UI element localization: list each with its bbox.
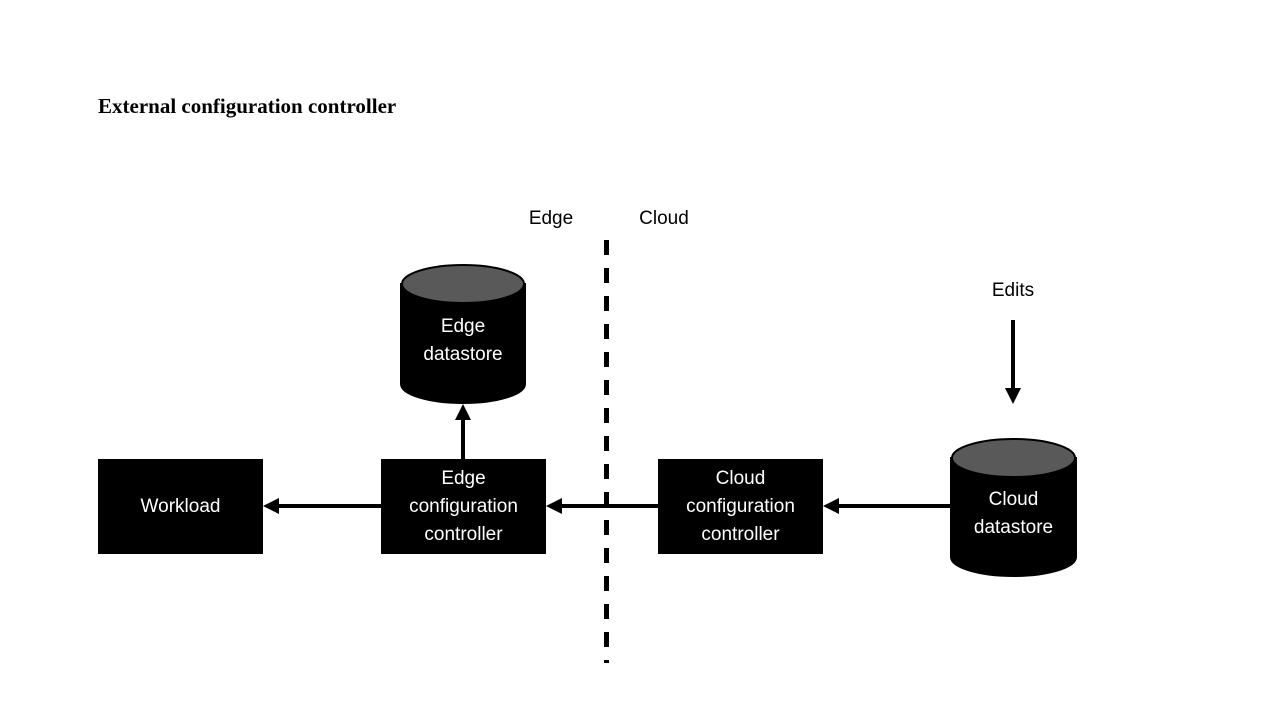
node-edge-datastore-label: Edge datastore: [423, 316, 503, 365]
node-cloud-datastore-label: Cloud datastore: [973, 489, 1054, 538]
node-workload-label: Workload: [140, 495, 221, 517]
arrow-edgeconfig-to-edgedatastore-shaft: [461, 420, 465, 459]
arrow-cloudconfig-to-edgeconfig-shaft: [561, 504, 658, 508]
edits-label: Edits: [991, 280, 1035, 301]
arrow-edgeconfig-to-workload-head-icon: [263, 498, 279, 514]
arrow-edits-to-clouddatastore-shaft: [1011, 320, 1015, 390]
arrow-edgeconfig-to-edgedatastore-head-icon: [455, 404, 471, 420]
node-cloud-datastore: [950, 437, 1077, 578]
zone-label-edge: Edge: [528, 208, 574, 229]
node-edge-configuration-controller-label: Edge configuration controller: [409, 467, 518, 545]
node-edge-configuration-controller: Edge configuration controller: [381, 459, 546, 554]
arrow-cloudconfig-to-edgeconfig-head-icon: [546, 498, 562, 514]
zone-label-cloud: Cloud: [639, 208, 689, 229]
cylinder-shape-icon: [400, 264, 526, 404]
cylinder-shape-icon: [950, 438, 1077, 577]
node-edge-datastore: [400, 263, 526, 405]
node-workload: Workload: [98, 459, 263, 554]
arrow-clouddatastore-to-cloudconfig-shaft: [838, 504, 950, 508]
diagram-title: External configuration controller: [98, 94, 397, 118]
node-cloud-configuration-controller-label: Cloud configuration controller: [686, 467, 795, 545]
arrow-clouddatastore-to-cloudconfig-head-icon: [823, 498, 839, 514]
arrow-edits-to-clouddatastore-head-icon: [1005, 388, 1021, 404]
arrow-edgeconfig-to-workload-shaft: [278, 504, 381, 508]
edge-cloud-divider-line: [604, 240, 609, 663]
node-cloud-configuration-controller: Cloud configuration controller: [658, 459, 823, 554]
